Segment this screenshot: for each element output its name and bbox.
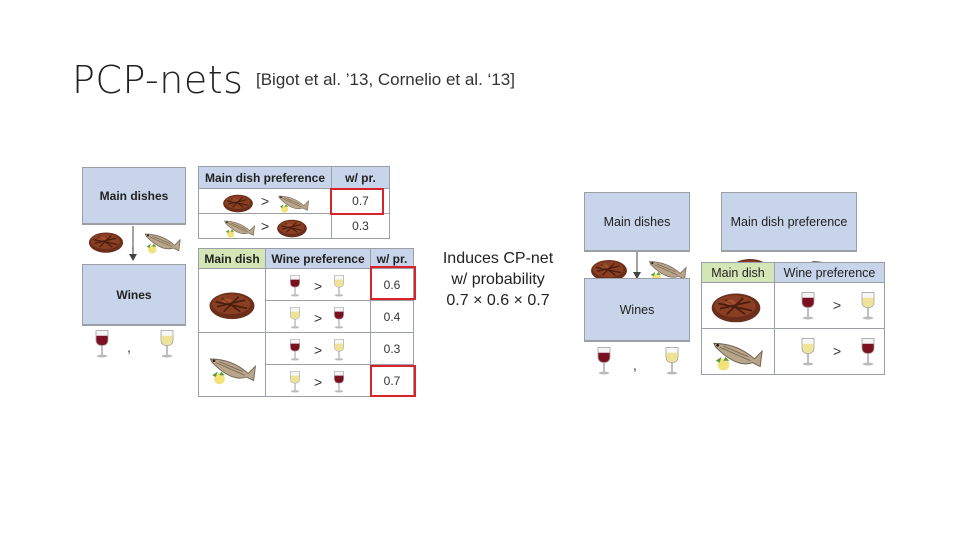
fish-icon <box>221 215 257 239</box>
main-dish-header: Main dish <box>701 262 775 283</box>
preference-relation: > <box>833 343 842 359</box>
fish-icon <box>205 349 259 387</box>
steak-icon <box>87 228 125 256</box>
preference-relation: > <box>833 297 842 313</box>
fish-icon <box>141 226 183 256</box>
probability-value: 0.7 <box>331 188 390 214</box>
red-wine-icon <box>288 337 302 363</box>
red-wine-icon <box>799 289 817 323</box>
induces-line-2: w/ probability <box>451 271 545 288</box>
left-main-dishes-header: Main dishes <box>82 167 186 224</box>
slide-title: PCP-nets <box>72 58 244 102</box>
right-main-pref-header: Main dish preference <box>721 192 857 251</box>
left-wines-node: Wines , <box>82 264 186 326</box>
separator: , <box>633 357 637 373</box>
preference-relation: > <box>314 278 323 294</box>
preference-relation: > <box>261 193 270 209</box>
down-arrow-icon <box>633 252 641 279</box>
steak-icon <box>708 289 764 325</box>
induces-line-1: Induces CP-net <box>442 250 554 267</box>
table-row: > <box>198 213 332 239</box>
white-wine-icon <box>288 305 302 331</box>
white-wine-icon <box>332 337 346 363</box>
table-row: > <box>721 250 857 252</box>
probability-value: 0.3 <box>331 213 390 239</box>
white-wine-icon <box>859 289 877 323</box>
left-main-dishes-node: Main dishes , <box>82 167 186 225</box>
white-wine-icon <box>799 335 817 369</box>
left-wines-header: Wines <box>82 264 186 325</box>
steak-icon <box>221 192 255 214</box>
induces-line-3: 0.7 × 0.6 × 0.7 <box>446 292 550 309</box>
white-wine-icon <box>332 273 346 299</box>
steak-icon <box>207 287 257 323</box>
separator: , <box>127 339 131 355</box>
induces-text: Induces CP-net w/ probability 0.7 × 0.6 … <box>438 248 558 311</box>
white-wine-icon <box>288 369 302 395</box>
right-wines-node: Wines , <box>584 278 690 342</box>
prob-header: w/ pr. <box>331 166 390 189</box>
white-wine-icon <box>158 327 176 361</box>
right-main-dishes-header: Main dishes <box>584 192 690 251</box>
table-row: > <box>265 332 371 365</box>
highlight-box <box>370 266 416 300</box>
preference-relation: > <box>314 342 323 358</box>
right-wines-header: Wines <box>584 278 690 341</box>
probability-value: 0.3 <box>370 332 414 365</box>
highlight-box <box>370 365 416 397</box>
preference-relation: > <box>314 374 323 390</box>
red-wine-icon <box>595 344 613 378</box>
red-wine-icon <box>332 369 346 395</box>
highlight-box <box>330 188 384 215</box>
white-wine-icon <box>663 344 681 378</box>
main-pref-header: Main dish preference <box>198 166 332 189</box>
table-row: > <box>774 282 885 329</box>
down-arrow-icon <box>129 226 137 261</box>
preference-relation: > <box>314 310 323 326</box>
table-row: > <box>265 364 371 397</box>
right-main-dishes-node: Main dishes , <box>584 192 690 252</box>
main-dish-header: Main dish <box>198 248 266 269</box>
wine-pref-header: Wine preference <box>265 248 371 269</box>
steak-icon <box>275 217 309 239</box>
right-main-pref-table: Main dish preference > <box>721 192 857 252</box>
red-wine-icon <box>332 305 346 331</box>
probability-value: 0.4 <box>370 300 414 333</box>
wine-pref-header: Wine preference <box>774 262 885 283</box>
left-wine-pref-table: Main dish Wine preference w/ pr. > 0.6 >… <box>198 248 414 397</box>
preference-relation: > <box>261 218 270 234</box>
fish-icon <box>708 333 766 373</box>
left-main-pref-table: Main dish preference w/ pr. > 0.7 > 0.3 <box>198 166 390 239</box>
citation: [Bigot et al. ’13, Cornelio et al. ‘13] <box>256 70 515 89</box>
right-wine-pref-table: Main dish Wine preference > > <box>701 262 885 375</box>
red-wine-icon <box>288 273 302 299</box>
table-row: > <box>265 268 371 301</box>
fish-icon <box>275 190 311 214</box>
table-row: > <box>774 328 885 375</box>
table-row: > <box>265 300 371 333</box>
red-wine-icon <box>93 327 111 361</box>
table-row: > <box>198 188 332 214</box>
red-wine-icon <box>859 335 877 369</box>
